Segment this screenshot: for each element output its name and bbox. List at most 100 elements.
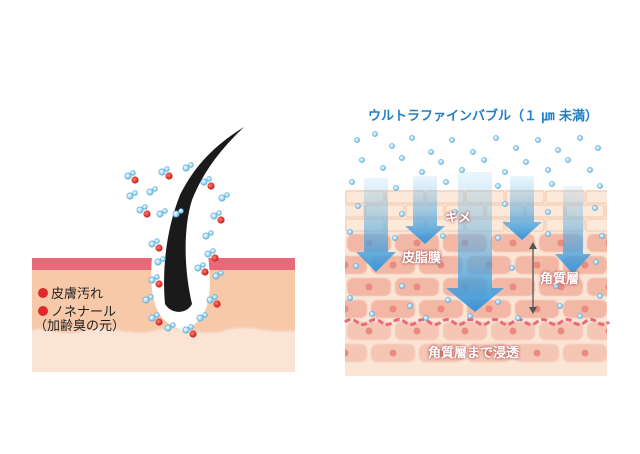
- ultrafine-bubble: [595, 145, 601, 151]
- ultrafine-bubble: [218, 270, 224, 276]
- ultrafine-bubble: [545, 231, 551, 237]
- ultrafine-bubble: [194, 264, 202, 272]
- cell-nucleus: [557, 327, 565, 335]
- stratum-range-indicator: [529, 242, 537, 314]
- ultrafine-bubble: [202, 232, 210, 240]
- cell-nucleus: [581, 261, 589, 269]
- ultrafine-bubble: [148, 314, 156, 322]
- legend-note: （加齢臭の元）: [34, 319, 126, 334]
- ultrafine-bubble: [577, 313, 583, 319]
- dirt-particle: [155, 280, 163, 288]
- surface-cell: [605, 204, 607, 218]
- ultrafine-bubble: [577, 135, 583, 141]
- ultrafine-bubble: [545, 209, 551, 215]
- ultrafine-bubble: [200, 178, 208, 186]
- ultrafine-bubble: [182, 326, 190, 334]
- skin-cell: [611, 300, 640, 319]
- arrow-5: [555, 186, 591, 274]
- ultrafine-bubble: [440, 233, 446, 239]
- ultrafine-bubble: [481, 157, 487, 163]
- label-kime: キメ: [445, 211, 472, 226]
- ultrafine-bubble: [148, 294, 154, 300]
- ultrafine-bubble: [599, 233, 605, 239]
- ultrafine-bubble: [349, 179, 355, 185]
- cell-nucleus: [413, 239, 421, 247]
- dirt-particle: [155, 244, 163, 252]
- legend-label-dirt: 皮膚汚れ: [51, 287, 104, 302]
- ultrafine-bubble: [428, 149, 434, 155]
- ultrafine-bubble: [423, 315, 429, 321]
- left-skin-section: [31, 127, 296, 372]
- cell-nucleus: [389, 305, 397, 313]
- ultrafine-bubble: [200, 262, 206, 268]
- dirt-particle: [165, 172, 173, 180]
- ultrafine-bubble: [170, 322, 176, 328]
- ultrafine-bubble: [132, 190, 138, 196]
- dirt-particle: [189, 330, 197, 338]
- ultrafine-bubble: [178, 208, 184, 214]
- skin-cell: [611, 344, 640, 363]
- dirt-particle: [211, 254, 219, 262]
- ultrafine-bubble: [587, 167, 593, 173]
- arrow-2: [405, 176, 445, 244]
- ultrafine-bubble: [212, 294, 218, 300]
- left-skin-dermis: [32, 327, 295, 372]
- ultrafine-bubble: [158, 168, 166, 176]
- cell-nucleus: [557, 239, 565, 247]
- ultrafine-bubble: [459, 167, 465, 173]
- ultrafine-bubble: [597, 293, 603, 299]
- ultrafine-bubble: [124, 172, 132, 180]
- nonenal-dot-icon: [38, 305, 48, 316]
- ultrafine-bubble: [172, 210, 180, 218]
- ultrafine-bubble: [353, 263, 359, 269]
- ultrafine-bubble: [449, 137, 455, 143]
- cell-nucleus: [485, 305, 493, 313]
- ultrafine-bubble: [162, 208, 168, 214]
- ultrafine-bubble: [160, 256, 166, 262]
- ultrafine-bubble: [154, 274, 160, 280]
- ultrafine-bubble: [142, 204, 148, 210]
- ultrafine-bubble: [154, 258, 162, 266]
- cell-nucleus: [605, 284, 607, 290]
- ultrafine-bubble: [164, 324, 172, 332]
- ultrafine-bubble: [218, 194, 226, 202]
- cell-nucleus: [509, 283, 517, 291]
- cell-nucleus: [461, 327, 469, 335]
- dirt-particle: [131, 176, 139, 184]
- ultrafine-bubble: [372, 131, 378, 137]
- ultrafine-bubble: [557, 303, 563, 309]
- cell-nucleus: [345, 305, 349, 313]
- cell-nucleus: [605, 240, 607, 246]
- cell-nucleus: [533, 261, 541, 269]
- ultrafine-bubble: [354, 137, 360, 143]
- ultrafine-bubble: [154, 238, 160, 244]
- skin-cell: [585, 276, 607, 298]
- ultrafine-bubble: [126, 192, 134, 200]
- arrow-1: [356, 178, 396, 272]
- ultrafine-bubble: [443, 179, 449, 185]
- ultrafine-bubble: [549, 181, 555, 187]
- cell-nucleus: [630, 350, 637, 357]
- dirt-particle: [207, 182, 215, 190]
- ultrafine-bubble: [555, 147, 561, 153]
- dirt-particle: [217, 216, 225, 224]
- ultrafine-bubble: [435, 259, 441, 265]
- ultrafine-bubble: [347, 229, 353, 235]
- ultrafine-bubble: [164, 166, 170, 172]
- legend-item-nonenal: ノネナール: [38, 301, 116, 320]
- cell-nucleus: [345, 261, 349, 269]
- skin-cell: [345, 298, 369, 320]
- ultrafine-bubble: [467, 313, 473, 319]
- surface-cell: [585, 190, 607, 204]
- ultrafine-bubble: [502, 169, 508, 175]
- ultrafine-bubble: [202, 312, 208, 318]
- dirt-particle: [143, 210, 151, 218]
- skin-cell: [585, 320, 607, 342]
- cell-nucleus: [581, 349, 589, 357]
- arrow-3: [446, 172, 504, 312]
- cell-nucleus: [485, 349, 493, 357]
- ultrafine-bubble: [188, 162, 194, 168]
- cell-nucleus: [437, 305, 445, 313]
- ultrafine-bubble: [502, 201, 508, 207]
